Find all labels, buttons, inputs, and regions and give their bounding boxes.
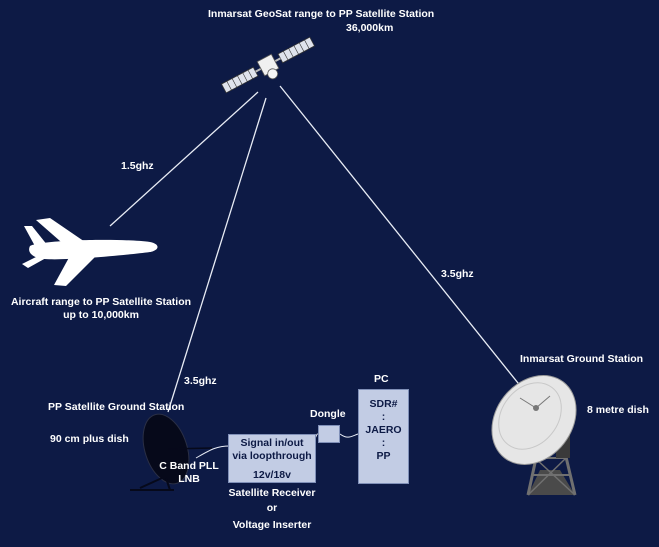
- satellite-distance: 36,000km: [346, 22, 394, 34]
- aircraft-range-label: Aircraft range to PP Satellite Station u…: [6, 296, 196, 322]
- satellite-range-text: range to PP Satellite Station: [294, 8, 435, 20]
- pc-label: PC: [374, 373, 389, 385]
- aircraft-range-line1: Aircraft range to PP Satellite Station: [10, 296, 192, 308]
- link-satellite-pp-station: [167, 97, 267, 413]
- cable-dongle-pc: [339, 433, 359, 438]
- freq-label-inmarsat: 3.5ghz: [441, 268, 474, 280]
- pp-station-label: PP Satellite Ground Station: [48, 401, 185, 413]
- receiver-caption-line1: Satellite Receiver: [228, 487, 316, 499]
- pc-item-separator: :: [381, 411, 386, 423]
- lnb-label: C Band PLL LNB: [152, 460, 226, 486]
- pc-item-sdr: SDR#: [369, 398, 398, 410]
- pc-item-jaero: JAERO: [365, 424, 402, 436]
- satellite-name: Inmarsat GeoSat: [208, 8, 292, 20]
- receiver-box: Signal in/out via loopthrough 12v/18v: [228, 434, 316, 483]
- receiver-caption-or: or: [266, 502, 278, 514]
- freq-label-aircraft: 1.5ghz: [121, 160, 154, 172]
- lnb-line1: C Band PLL: [159, 460, 219, 472]
- dish-size-label: 90 cm plus dish: [50, 433, 129, 445]
- link-satellite-aircraft: [109, 91, 259, 227]
- airplane-icon: [22, 218, 158, 286]
- cable-lnb-receiver: [195, 445, 231, 459]
- satellite-dish-icon: [130, 413, 213, 491]
- receiver-box-line1: Signal in/out: [240, 437, 304, 449]
- dongle-label: Dongle: [310, 408, 346, 420]
- link-satellite-inmarsat: [279, 85, 523, 389]
- receiver-box-voltage: 12v/18v: [253, 469, 291, 481]
- dongle-box: [318, 425, 340, 443]
- pc-item-pp: PP: [376, 450, 391, 462]
- freq-label-pp-station: 3.5ghz: [184, 375, 217, 387]
- inmarsat-dish-label: 8 metre dish: [587, 404, 649, 416]
- large-dish-icon: [491, 375, 577, 496]
- satellite-label: Inmarsat GeoSat range to PP Satellite St…: [208, 8, 434, 21]
- inmarsat-station-label: Inmarsat Ground Station: [520, 353, 644, 365]
- lnb-line2: LNB: [178, 473, 200, 485]
- pc-box: SDR# : JAERO : PP: [358, 389, 409, 484]
- receiver-box-line2: via loopthrough: [232, 450, 312, 462]
- receiver-caption: Satellite Receiver or Voltage Inserter: [212, 487, 332, 532]
- pc-item-separator: :: [381, 437, 386, 449]
- satellite-icon: [220, 36, 316, 94]
- receiver-caption-line2: Voltage Inserter: [232, 519, 312, 531]
- aircraft-range-line2: up to 10,000km: [63, 309, 139, 321]
